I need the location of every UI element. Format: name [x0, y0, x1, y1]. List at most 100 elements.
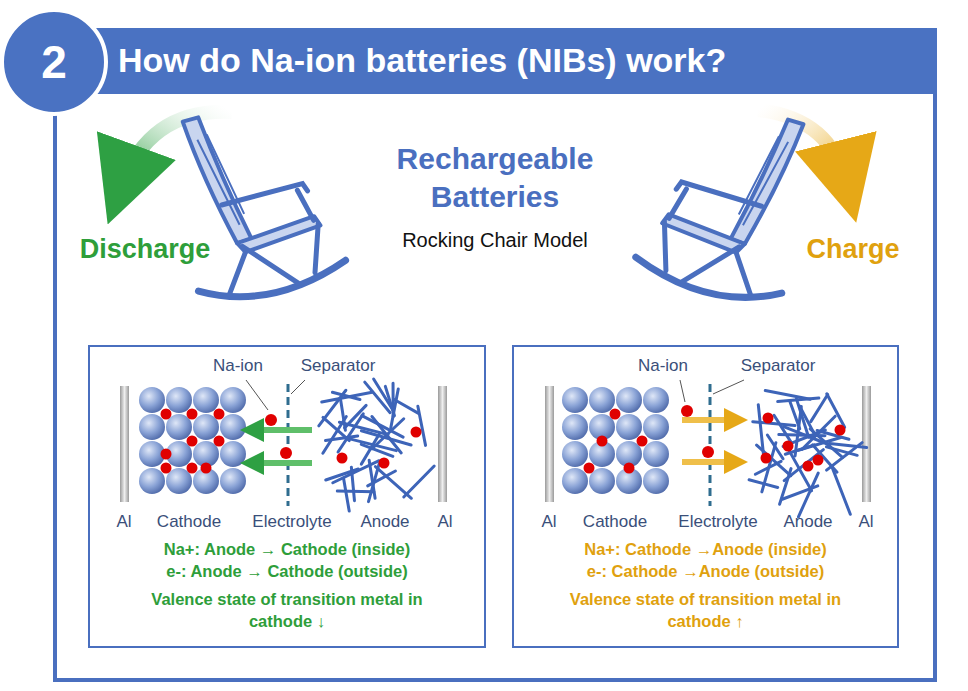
part-name: Al: [541, 511, 556, 532]
cathode-sphere: [562, 387, 588, 413]
cathode-sphere: [139, 468, 165, 494]
electrode-material: [139, 379, 867, 517]
cathode-sphere: [643, 414, 669, 440]
part-name: Electrolyte: [252, 511, 331, 532]
cathode-sphere: [643, 468, 669, 494]
al-plate: [438, 386, 447, 502]
anode-stick: [827, 443, 863, 471]
part-name: Anode: [783, 511, 832, 532]
rocking-chair: [632, 98, 812, 306]
part-name: Electrolyte: [678, 511, 757, 532]
part-name: Anode: [360, 511, 409, 532]
anode-stick: [811, 394, 828, 421]
ion-arrow: [682, 459, 730, 465]
title: How do Na-ion batteries (NIBs) work?: [118, 40, 726, 80]
al-plate: [862, 386, 871, 502]
part-name: Na-ion: [638, 355, 688, 376]
cathode-sphere: [220, 468, 246, 494]
separator-line: [287, 384, 290, 506]
cathode-sphere: [616, 387, 642, 413]
cathode-sphere: [616, 414, 642, 440]
anode-stick: [322, 392, 372, 402]
na-ion-dot: [803, 461, 814, 472]
anode-stick: [774, 415, 791, 442]
na-ion-dot: [214, 409, 225, 420]
title-band: [55, 28, 937, 94]
anode-stick: [832, 467, 850, 514]
na-ion-dot: [783, 441, 794, 452]
cathode-sphere: [193, 387, 219, 413]
leader-line: [680, 380, 685, 402]
leader-line: [291, 380, 305, 394]
na-ion-dot: [624, 463, 635, 474]
anode-stick: [827, 394, 845, 428]
na-ion-dot: [280, 447, 292, 459]
flow-text: Na+: Anode → Cathode (inside): [164, 538, 410, 560]
na-ion-dot: [187, 436, 198, 447]
anode-stick: [326, 469, 359, 480]
na-ion-dot: [161, 449, 172, 460]
anode-stick: [404, 466, 434, 497]
cathode-sphere: [139, 414, 165, 440]
anode-stick: [332, 392, 360, 399]
cathode-sphere: [139, 387, 165, 413]
leader-line: [713, 380, 744, 394]
anode-stick: [394, 399, 418, 413]
state-note: Valence state of transition metal in cat…: [127, 588, 447, 632]
flow-text: e-: Anode → Cathode (outside): [166, 560, 407, 582]
na-ion-dot: [379, 458, 390, 469]
cathode-sphere: [562, 414, 588, 440]
leader-line: [246, 380, 268, 410]
subheading: Rocking Chair Model: [402, 228, 588, 253]
na-ion-dot: [214, 436, 225, 447]
cathode-sphere: [193, 414, 219, 440]
cathode-sphere: [589, 468, 615, 494]
anode-stick: [337, 490, 374, 494]
part-name: Separator: [741, 355, 816, 376]
number-badge: [2, 10, 106, 114]
al-plate: [545, 386, 554, 502]
na-ion-dot: [813, 455, 824, 466]
cathode-sphere: [589, 387, 615, 413]
cathode-sphere: [166, 387, 192, 413]
cathode-sphere: [220, 441, 246, 467]
part-name: Cathode: [157, 511, 221, 532]
anode-stick: [368, 471, 396, 486]
ion-arrow: [258, 460, 312, 466]
anode-stick: [385, 386, 394, 415]
part-name: Na-ion: [213, 355, 263, 376]
state-panel: Na+: Anode → Cathode (inside)e-: Anode →…: [88, 345, 486, 648]
state-note: Valence state of transition metal in cat…: [546, 588, 866, 632]
ion-arrow: [682, 417, 730, 423]
phase-label: Charge: [806, 232, 899, 266]
na-ion-dot: [161, 409, 172, 420]
heading: Rechargeable Batteries: [370, 140, 620, 216]
rocking-chair: [174, 100, 348, 304]
separator-line: [709, 384, 712, 506]
state-panel: Na+: Cathode →Anode (inside)e-: Cathode …: [512, 345, 899, 648]
na-ion-dot: [610, 409, 621, 420]
part-name: Cathode: [583, 511, 647, 532]
na-ion-dot: [337, 453, 348, 464]
cathode-sphere: [643, 387, 669, 413]
na-ion-dot: [265, 414, 277, 426]
al-plate: [120, 386, 129, 502]
anode-stick: [361, 431, 411, 445]
na-ion-dot: [187, 463, 198, 474]
na-ion-dot: [201, 463, 212, 474]
anode-stick: [344, 478, 350, 511]
na-ion-dot: [763, 413, 774, 424]
cathode-sphere: [220, 414, 246, 440]
na-ion-dot: [597, 436, 608, 447]
part-name: Al: [858, 511, 873, 532]
anode-stick: [333, 461, 379, 483]
cathode-sphere: [166, 468, 192, 494]
anode-stick: [765, 391, 810, 400]
na-ion-dot: [835, 425, 846, 436]
cathode-sphere: [643, 441, 669, 467]
anode-stick: [323, 417, 349, 440]
frame: [55, 30, 935, 680]
cathode-sphere: [166, 414, 192, 440]
cathode-sphere: [562, 441, 588, 467]
